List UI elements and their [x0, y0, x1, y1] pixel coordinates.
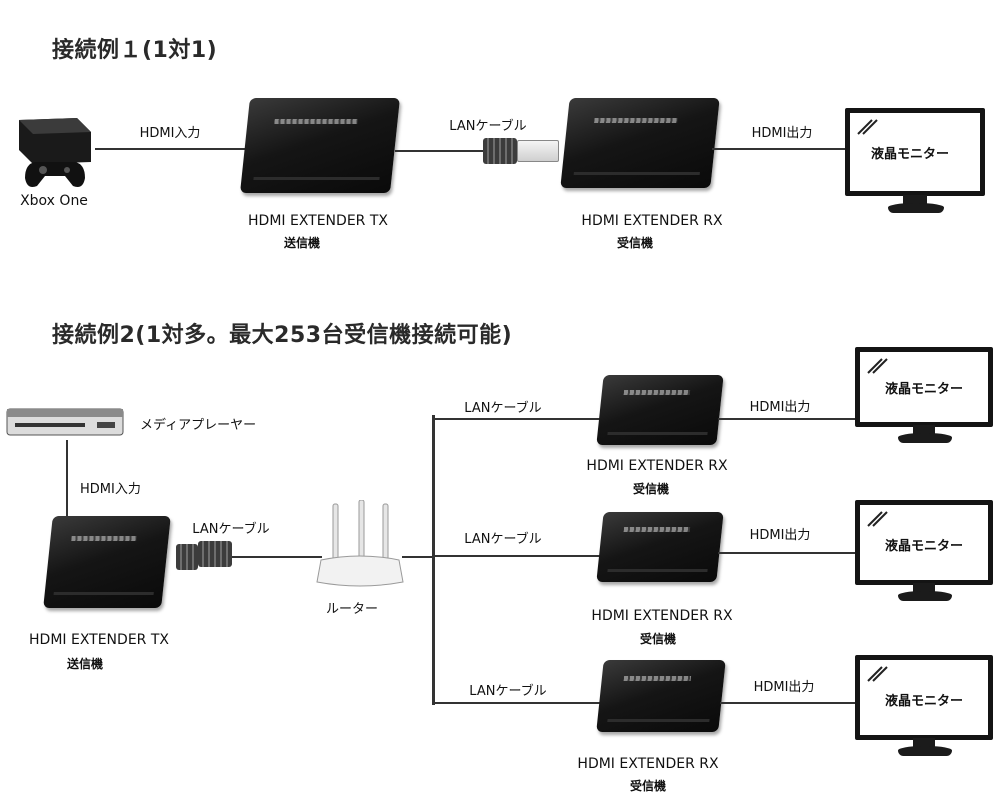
- lan-branch-2: [434, 555, 604, 557]
- hdmi-extender-rx: [560, 98, 720, 188]
- lan-connector-icon: [517, 140, 559, 162]
- hdmi-cable: [95, 148, 255, 150]
- lcd-monitor-b2: 液晶モニター: [855, 500, 993, 585]
- glare-icon: [857, 119, 878, 135]
- branch-2-monitor-label: 液晶モニター: [884, 539, 964, 554]
- monitor-stand-b1: [913, 425, 935, 435]
- xbox-one-icon: [15, 110, 95, 195]
- monitor-base: [888, 203, 944, 213]
- hdmi-extender-tx-2: [43, 516, 171, 608]
- media-player-icon: [5, 405, 125, 441]
- monitor-stand: [903, 195, 927, 205]
- hdmi-extender-tx: [240, 98, 400, 193]
- monitor-stand-b3: [913, 738, 935, 748]
- lan-plug-icon: [483, 138, 517, 164]
- monitor-label: 液晶モニター: [870, 147, 950, 162]
- lcd-monitor-b3: 液晶モニター: [855, 655, 993, 740]
- source-device-label: Xbox One: [20, 193, 88, 209]
- lcd-monitor: 液晶モニター: [845, 108, 985, 196]
- router-to-bus-cable: [402, 556, 434, 558]
- lcd-monitor-b1: 液晶モニター: [855, 347, 993, 427]
- lan-plug-icon-2: [176, 544, 198, 570]
- hdmi-cable-vertical: [66, 440, 68, 540]
- media-player-label: メディアプレーヤー: [140, 418, 257, 433]
- hdmi-out-branch-3: [720, 702, 858, 704]
- branch-1-rx-name: HDMI EXTENDER RX: [586, 458, 728, 474]
- lan-cable-label: LANケーブル: [449, 119, 527, 134]
- monitor-base-b1: [898, 433, 952, 443]
- hdmi-out-cable: [712, 148, 852, 150]
- tx-role-2: 送信機: [66, 657, 104, 671]
- branch-3-rx-name: HDMI EXTENDER RX: [577, 756, 719, 772]
- hdmi-in-label: HDMI入力: [139, 126, 201, 141]
- monitor-stand-b2: [913, 583, 935, 593]
- hdmi-in-label-2: HDMI入力: [80, 482, 141, 497]
- lan-branch-3: [434, 702, 604, 704]
- lan-branch-1: [434, 418, 604, 420]
- rx-role: 受信機: [616, 236, 654, 250]
- branch-1-monitor-label: 液晶モニター: [884, 382, 964, 397]
- example1-heading: 接続例１(1対1): [52, 38, 218, 63]
- router-icon: [315, 499, 405, 595]
- tx-name: HDMI EXTENDER TX: [248, 213, 388, 229]
- branch-2-hdmi-out-label: HDMI出力: [749, 528, 811, 543]
- monitor-base-b2: [898, 591, 952, 601]
- router-label: ルーター: [325, 602, 379, 617]
- lan-cable-label-2: LANケーブル: [192, 522, 270, 537]
- glare-icon: [867, 666, 888, 682]
- branch-3-lan-label: LANケーブル: [469, 684, 547, 699]
- branch-2-lan-label: LANケーブル: [464, 532, 542, 547]
- tx-name-2: HDMI EXTENDER TX: [29, 632, 169, 648]
- branch-1-rx-role: 受信機: [632, 482, 670, 496]
- branch-3-monitor-label: 液晶モニター: [884, 694, 964, 709]
- hdmi-out-branch-1: [718, 418, 858, 420]
- hdmi-extender-rx-b2: [596, 512, 724, 582]
- branch-3-rx-role: 受信機: [629, 779, 667, 793]
- branch-3-hdmi-out-label: HDMI出力: [753, 680, 815, 695]
- hdmi-out-branch-2: [718, 552, 858, 554]
- lan-bus-line: [432, 415, 435, 705]
- example2-heading: 接続例2(1対多。最大253台受信機接続可能): [52, 323, 513, 348]
- hdmi-extender-rx-b1: [596, 375, 724, 445]
- branch-2-rx-role: 受信機: [639, 632, 677, 646]
- hdmi-out-label: HDMI出力: [751, 126, 813, 141]
- hdmi-extender-rx-b3: [596, 660, 726, 732]
- branch-2-rx-name: HDMI EXTENDER RX: [591, 608, 733, 624]
- branch-1-hdmi-out-label: HDMI出力: [749, 400, 811, 415]
- branch-1-lan-label: LANケーブル: [464, 401, 542, 416]
- monitor-base-b3: [898, 746, 952, 756]
- lan-cable-to-router: [232, 556, 322, 558]
- rx-name: HDMI EXTENDER RX: [581, 213, 723, 229]
- glare-icon: [867, 511, 888, 527]
- lan-plug-ribs-icon: [198, 541, 232, 567]
- glare-icon: [867, 358, 888, 374]
- tx-role: 送信機: [283, 236, 321, 250]
- lan-cable: [395, 150, 485, 152]
